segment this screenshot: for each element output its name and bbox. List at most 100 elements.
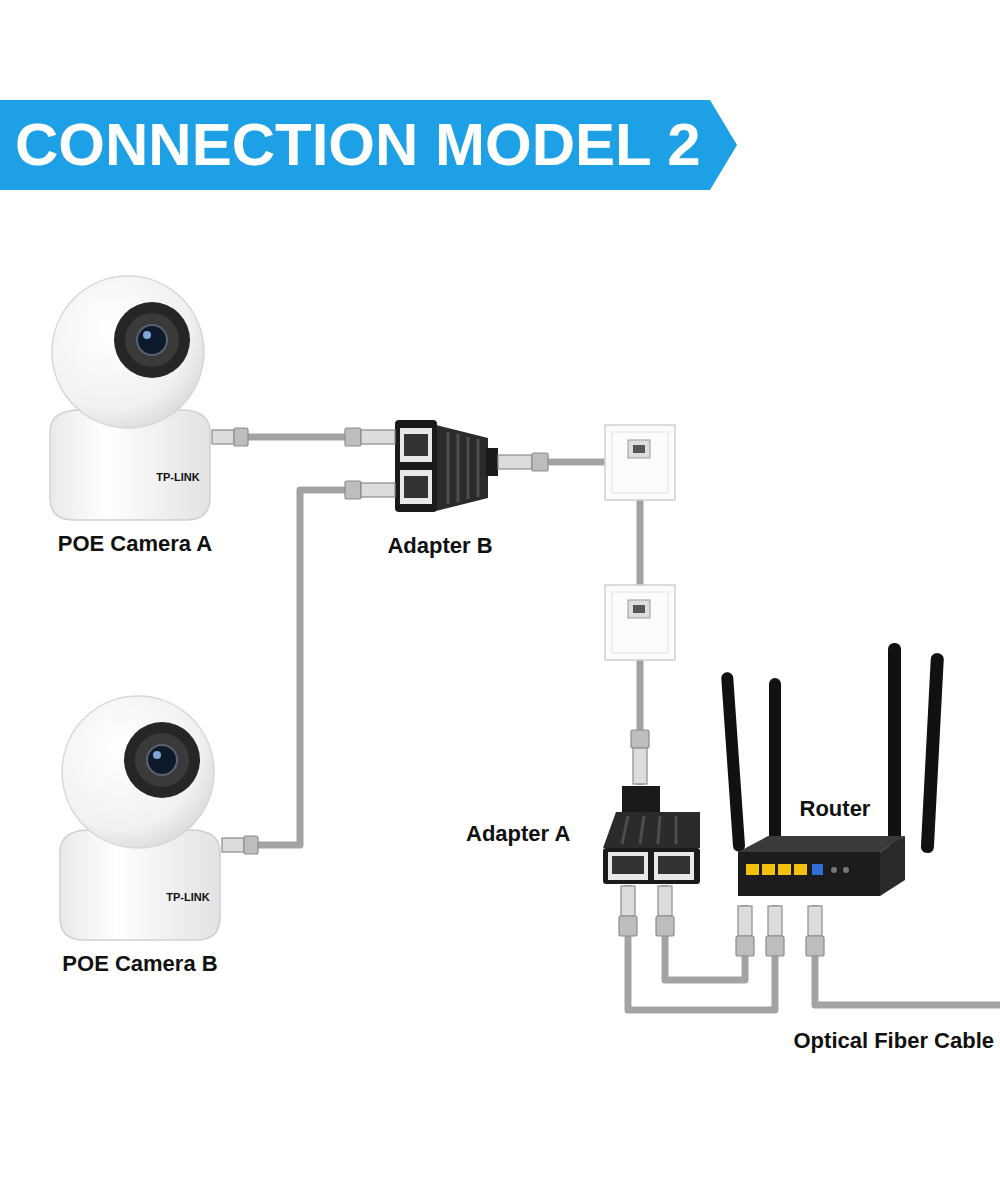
rj45-boot: [345, 481, 361, 499]
wall-port-hole: [633, 445, 645, 453]
rj45-plug: [498, 455, 532, 469]
wan-port: [812, 864, 823, 875]
adapter-port: [400, 470, 432, 504]
router-top: [738, 836, 905, 852]
wall-port: [628, 440, 650, 458]
router: Router: [720, 640, 950, 905]
brand-logo: TP-LINK: [156, 891, 220, 904]
lan-port: [762, 864, 775, 875]
router-illustration: [721, 643, 944, 896]
adapter-ribs: [448, 432, 478, 504]
antenna: [921, 653, 944, 853]
rj45-boot: [619, 916, 637, 936]
adapter-face: [603, 848, 700, 884]
camera-illustration: [50, 276, 210, 520]
lens: [137, 325, 167, 355]
wall-plate: [605, 425, 675, 500]
wall-plate-frame: [605, 585, 675, 660]
adapter-face: [395, 420, 437, 512]
splitter-adapter: Adapter A: [462, 785, 702, 885]
adapter-port: [400, 428, 432, 462]
lens-bezel: [125, 313, 179, 367]
antenna: [769, 678, 781, 848]
wall-plate-inner: [612, 432, 668, 493]
rj45-boot: [766, 936, 784, 956]
rj45-plug: [361, 483, 395, 497]
device-label: Router: [790, 796, 880, 822]
rj45-plug: [621, 886, 635, 916]
adapter-port-hole: [404, 476, 428, 498]
brand-logo: TP-LINK: [146, 471, 210, 484]
lan-port: [778, 864, 791, 875]
rj45-plug: [361, 430, 395, 444]
adapter-port-hole: [658, 856, 690, 874]
cable-label: Optical Fiber Cable: [764, 1028, 994, 1054]
lens: [147, 745, 177, 775]
adapter-port: [608, 852, 648, 880]
rj45-boot: [806, 936, 824, 956]
lens-glint: [153, 751, 161, 759]
wall-port: [628, 600, 650, 618]
wall-port-hole: [633, 605, 645, 613]
rj45-boot: [234, 428, 248, 446]
rj45-plug: [808, 906, 822, 936]
ethernet-cable: [628, 885, 775, 1010]
wall-plate: [605, 585, 675, 660]
adapter-ribs: [622, 816, 676, 844]
adapter-port-hole: [612, 856, 644, 874]
rj45-plug: [633, 748, 647, 784]
title-anchor: CONNECTION MODEL 2: [15, 104, 701, 186]
router-side: [880, 836, 905, 896]
router-led: [831, 867, 837, 873]
adapter-illustration: [603, 786, 700, 884]
adapter-port: [654, 852, 694, 880]
ethernet-cable: [665, 885, 745, 980]
title: CONNECTION MODEL 2: [15, 104, 701, 186]
fiber-cable: [815, 905, 1000, 1005]
wall-plate-frame: [605, 425, 675, 500]
rj45-boot: [736, 936, 754, 956]
adapter-port-hole: [404, 434, 428, 456]
rj45-plug: [222, 838, 244, 852]
rj45-plugs: [212, 428, 824, 956]
rj45-boot: [532, 453, 548, 471]
rj45-boot: [656, 916, 674, 936]
rj45-boot: [244, 836, 258, 854]
adapter-body: [603, 812, 700, 848]
adapter-illustration: [395, 420, 498, 512]
antenna: [888, 643, 901, 848]
lens-ring: [124, 722, 200, 798]
lens-ring: [114, 302, 190, 378]
label-anchor: TP-LINK: [156, 891, 220, 904]
splitter-adapter: Adapter B: [380, 415, 500, 565]
device-label: POE Camera B: [45, 951, 235, 977]
router-front: [738, 852, 880, 896]
lens-glint: [143, 331, 151, 339]
ethernet-cable: [235, 490, 380, 845]
rj45-boot: [345, 428, 361, 446]
rj45-plug: [738, 906, 752, 936]
antenna: [721, 672, 746, 852]
rj45-plug: [212, 430, 234, 444]
lan-port: [746, 864, 759, 875]
lan-port: [794, 864, 807, 875]
device-label: Adapter B: [380, 533, 500, 559]
camera-head: [52, 276, 204, 428]
router-led: [843, 867, 849, 873]
rj45-boot: [631, 730, 649, 748]
label-anchor: Optical Fiber Cable: [764, 1028, 994, 1054]
adapter-input: [486, 448, 498, 476]
title-banner: [0, 100, 737, 190]
poe-camera: POE Camera B: [45, 695, 235, 985]
adapter-input: [622, 786, 660, 816]
rj45-plug: [658, 886, 672, 916]
camera-head: [62, 696, 214, 848]
wall-plate-inner: [612, 592, 668, 653]
lens-bezel: [135, 733, 189, 787]
device-label: Adapter A: [466, 821, 598, 847]
camera-illustration: [60, 696, 220, 940]
